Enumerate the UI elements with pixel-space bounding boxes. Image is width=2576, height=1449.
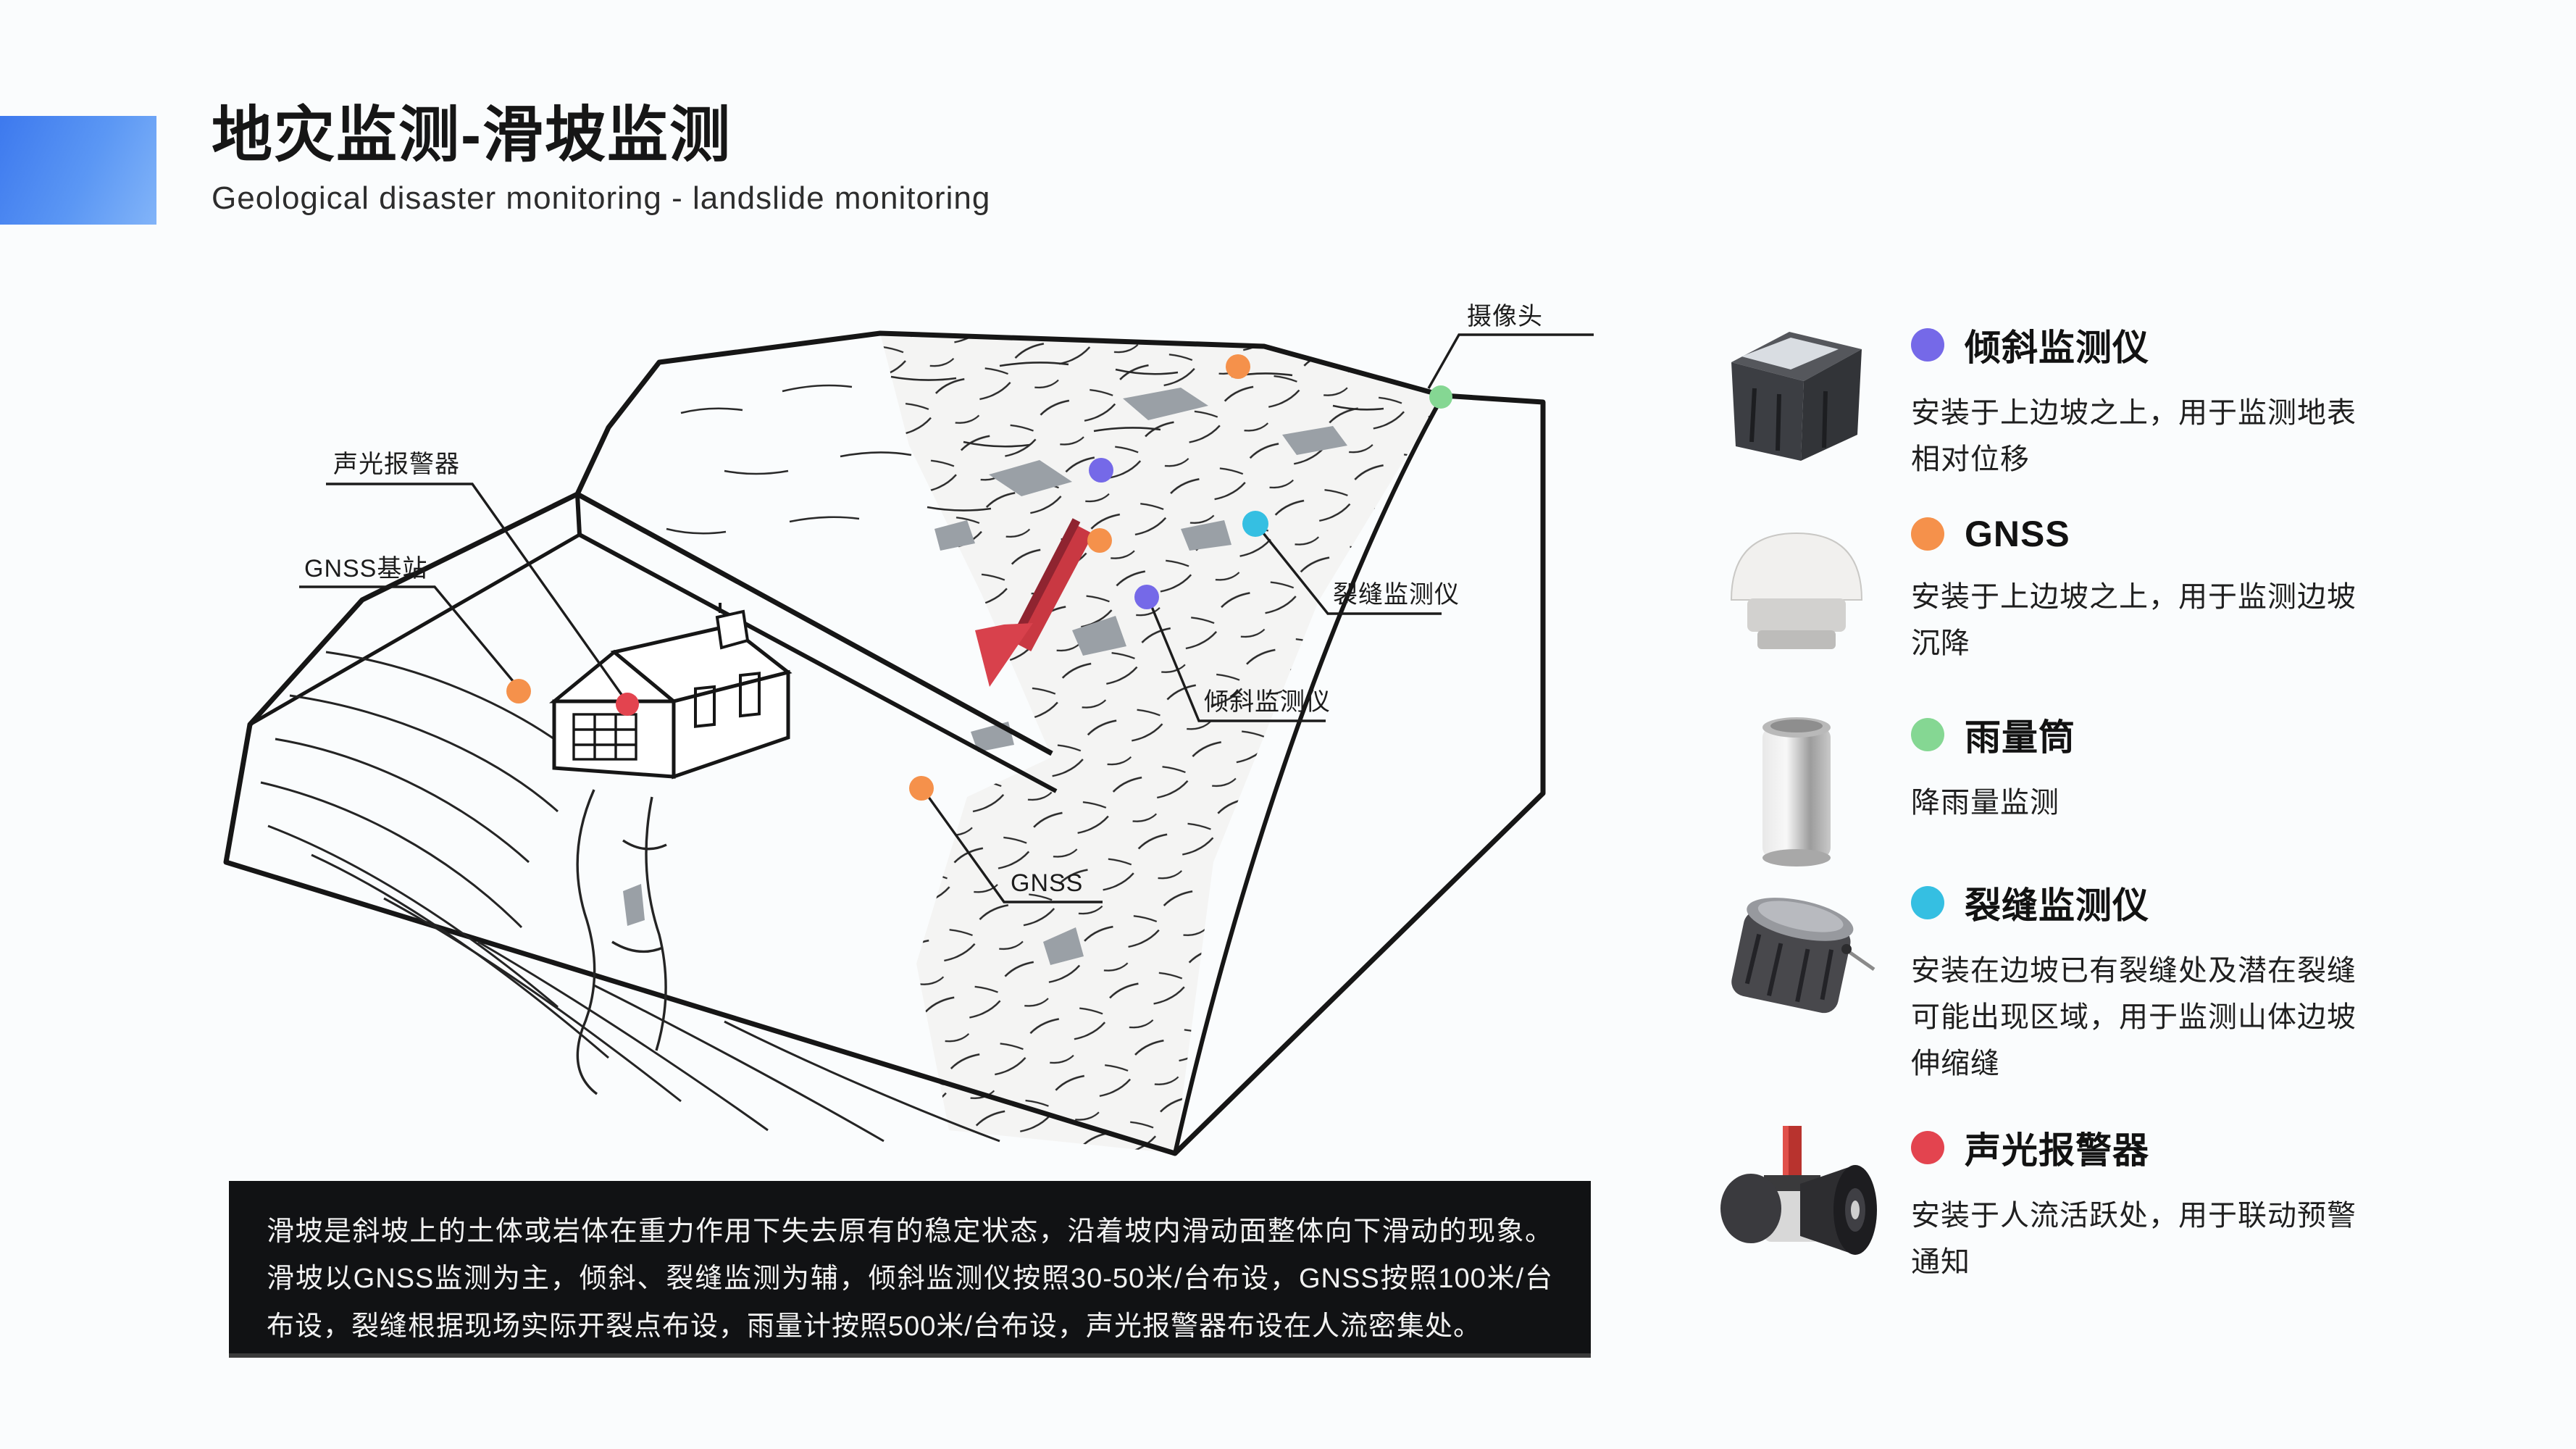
legend-desc-gnss: 安装于上边坡之上，用于监测边坡沉降 bbox=[1911, 581, 2357, 659]
diagram-label-crack: 裂缝监测仪 bbox=[1333, 581, 1460, 609]
legend-desc-alarm: 安装于人流活跃处，用于联动预警通知 bbox=[1911, 1200, 2357, 1278]
retaining-wall bbox=[248, 491, 1058, 793]
legend-item-crack: 裂缝监测仪 安装在边坡已有裂缝处及潜在裂缝可能出现区域，用于监测山体边坡伸缩缝 bbox=[1688, 877, 2382, 1087]
terrain-outline bbox=[223, 330, 1546, 1156]
landslide-diagram: 摄像头 声光报警器 GNSS基站 裂缝监测仪 倾斜监测仪 GNSS bbox=[217, 290, 1594, 1195]
legend-dot-rain bbox=[1911, 718, 1944, 751]
legend-dot-alarm bbox=[1911, 1131, 1944, 1164]
legend-item-alarm: 声光报警器 安装于人流活跃处，用于联动预警通知 bbox=[1688, 1122, 2382, 1288]
gnss-marker-mid bbox=[1087, 528, 1112, 553]
tilt-marker-lower bbox=[1134, 585, 1159, 609]
tilt-sensor-image bbox=[1688, 319, 1905, 478]
gnss-marker-low bbox=[909, 776, 934, 801]
sensor-markers bbox=[506, 354, 1452, 801]
rain-gauge-image bbox=[1688, 709, 1905, 875]
legend-dot-gnss bbox=[1911, 517, 1944, 551]
diagram-label-camera: 摄像头 bbox=[1467, 303, 1543, 330]
alarm-device-image bbox=[1688, 1122, 1905, 1288]
legend-item-gnss: GNSS 安装于上边坡之上，用于监测边坡沉降 bbox=[1688, 513, 2382, 667]
legend-item-tilt: 倾斜监测仪 安装于上边坡之上，用于监测地表相对位移 bbox=[1688, 319, 2382, 483]
gnss-dome-image bbox=[1688, 513, 1905, 665]
gnss-marker-top bbox=[1226, 354, 1250, 379]
house bbox=[549, 603, 793, 780]
tilt-marker-upper bbox=[1089, 458, 1113, 483]
legend-title-alarm: 声光报警器 bbox=[1965, 1130, 2149, 1171]
info-box: 滑坡是斜坡上的土体或岩体在重力作用下失去原有的稳定状态，沿着坡内滑动面整体向下滑… bbox=[229, 1181, 1591, 1358]
legend-title-tilt: 倾斜监测仪 bbox=[1965, 327, 2149, 368]
diagram-label-gnss-base: GNSS基站 bbox=[304, 555, 427, 582]
legend-desc-crack: 安装在边坡已有裂缝处及潜在裂缝可能出现区域，用于监测山体边坡伸缩缝 bbox=[1911, 955, 2357, 1080]
rock-spur bbox=[576, 789, 667, 1095]
alarm-marker bbox=[616, 693, 639, 716]
terrain-drawing: 摄像头 声光报警器 GNSS基站 裂缝监测仪 倾斜监测仪 GNSS bbox=[223, 303, 1594, 1156]
diagram-label-tilt: 倾斜监测仪 bbox=[1204, 688, 1331, 716]
legend-dot-tilt bbox=[1911, 328, 1944, 362]
legend-item-rain: 雨量筒 降雨量监测 bbox=[1688, 709, 2382, 875]
legend-title-rain: 雨量筒 bbox=[1965, 717, 2075, 758]
page-subtitle: Geological disaster monitoring - landsli… bbox=[212, 180, 991, 216]
legend-desc-tilt: 安装于上边坡之上，用于监测地表相对位移 bbox=[1911, 397, 2357, 475]
landslide-slope-area bbox=[880, 333, 1443, 1153]
plateau-texture bbox=[666, 362, 1384, 535]
legend-title-crack: 裂缝监测仪 bbox=[1965, 885, 2149, 926]
info-text: 滑坡是斜坡上的土体或岩体在重力作用下失去原有的稳定状态，沿着坡内滑动面整体向下滑… bbox=[267, 1216, 1553, 1342]
leader-lines bbox=[299, 333, 1594, 903]
legend-desc-rain: 降雨量监测 bbox=[1911, 787, 2059, 819]
diagram-label-gnss: GNSS bbox=[1011, 869, 1083, 897]
crack-marker bbox=[1242, 511, 1268, 537]
camera-marker bbox=[1429, 385, 1452, 409]
landslide-arrow bbox=[975, 518, 1094, 687]
legend-dot-crack bbox=[1911, 886, 1944, 919]
header: 地灾监测-滑坡监测 Geological disaster monitoring… bbox=[212, 100, 990, 217]
gnss-base-marker bbox=[506, 679, 531, 703]
page-title: 地灾监测-滑坡监测 bbox=[212, 101, 732, 169]
accent-bar bbox=[0, 116, 156, 225]
legend-title-gnss: GNSS bbox=[1965, 514, 2070, 554]
crack-meter-image bbox=[1688, 877, 1905, 1036]
diagram-label-alarm: 声光报警器 bbox=[333, 451, 460, 478]
